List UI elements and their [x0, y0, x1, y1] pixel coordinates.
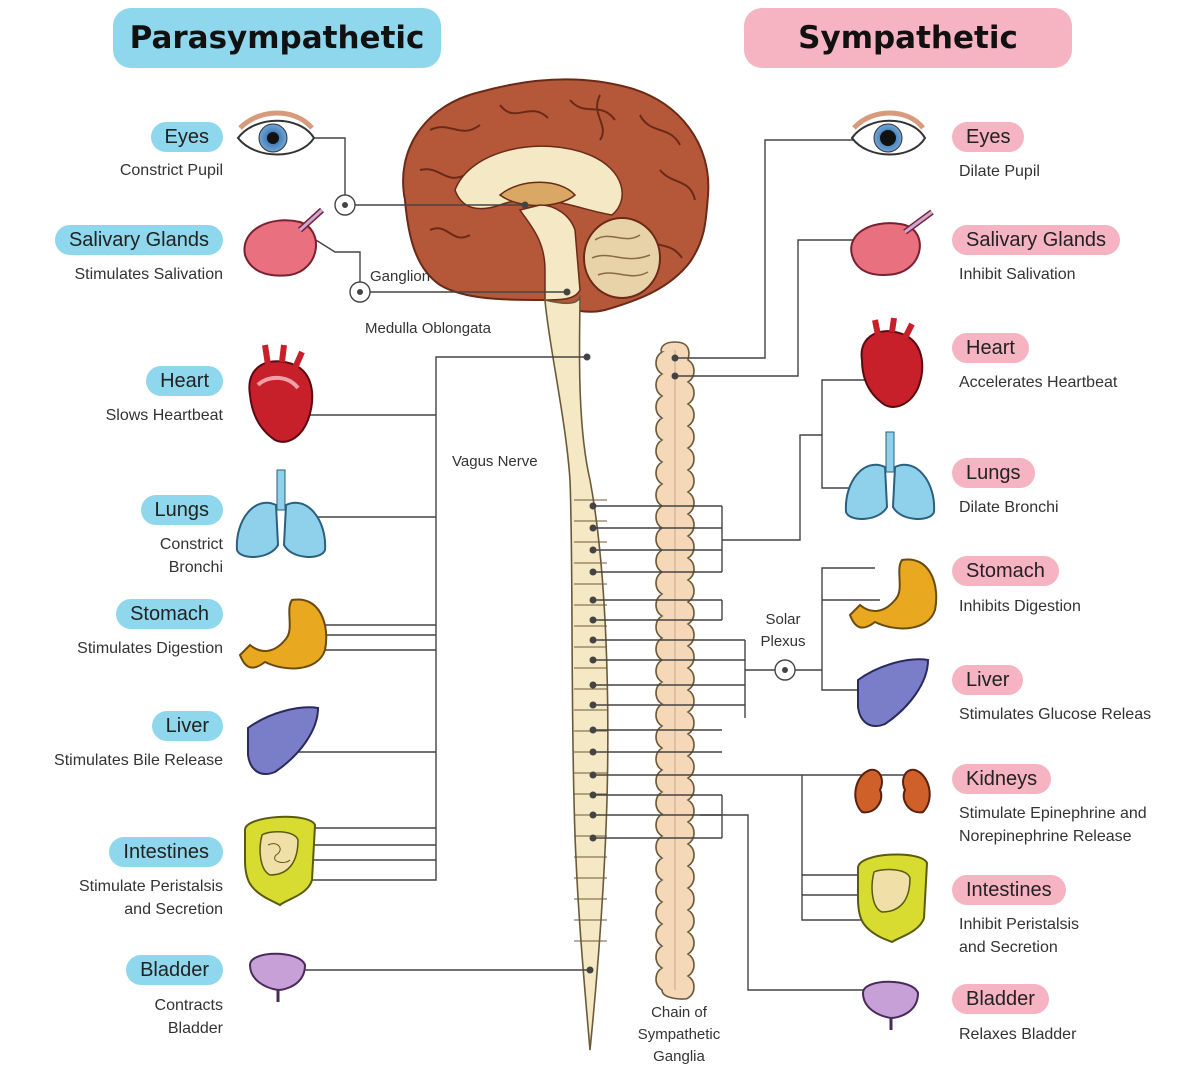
cord-node [590, 569, 597, 576]
para-lungs-icon [237, 470, 325, 557]
cord-node [590, 597, 597, 604]
symp-effect-stomach: Inhibits Digestion [959, 595, 1081, 618]
vagus-nerve-label: Vagus Nerve [452, 451, 538, 473]
cord-node [590, 727, 597, 734]
symp-effect-bladder: Relaxes Bladder [959, 1023, 1076, 1046]
symp-stomach-icon [850, 559, 936, 628]
symp-effect-liver: Stimulates Glucose Releas [959, 703, 1151, 726]
solar-plexus-label: SolarPlexus [756, 609, 810, 653]
para-stomach-icon [240, 599, 326, 668]
symp-label-bladder: Bladder [952, 984, 1049, 1014]
para-effect-stomach: Stimulates Digestion [77, 637, 223, 660]
para-effect-intestines: Stimulate Peristalsisand Secretion [79, 875, 223, 921]
symp-salivary-gland-icon [851, 212, 932, 275]
sympathetic-header: Sympathetic [744, 8, 1072, 68]
symp-label-lungs: Lungs [952, 458, 1035, 488]
symp-label-salivary-glands: Salivary Glands [952, 225, 1120, 255]
symp-effect-intestines: Inhibit Peristalsisand Secretion [959, 913, 1079, 959]
cord-node [590, 547, 597, 554]
para-effect-lungs: ConstrictBronchi [160, 533, 223, 579]
symp-label-eyes: Eyes [952, 122, 1024, 152]
para-eye-icon [238, 113, 314, 155]
symp-label-stomach: Stomach [952, 556, 1059, 586]
symp-kidneys-icon [855, 770, 929, 813]
para-label-eyes: Eyes [151, 122, 223, 152]
para-heart-icon [249, 345, 312, 442]
para-label-liver: Liver [152, 711, 223, 741]
cord-node [590, 617, 597, 624]
symp-bladder-icon [863, 982, 918, 1030]
cord-node [590, 835, 597, 842]
cord-node [590, 772, 597, 779]
symp-intestines-icon [858, 854, 927, 942]
symp-label-intestines: Intestines [952, 875, 1066, 905]
para-label-lungs: Lungs [141, 495, 224, 525]
symp-label-heart: Heart [952, 333, 1029, 363]
symp-effect-kidneys: Stimulate Epinephrine andNorepinephrine … [959, 802, 1147, 848]
para-label-stomach: Stomach [116, 599, 223, 629]
para-salivary-gland-icon [244, 210, 322, 276]
para-label-heart: Heart [146, 366, 223, 396]
cord-node [590, 637, 597, 644]
symp-heart-icon [862, 318, 923, 407]
para-bladder-icon [250, 954, 305, 1002]
symp-eye-icon [852, 113, 925, 155]
para-label-bladder: Bladder [126, 955, 223, 985]
para-effect-liver: Stimulates Bile Release [54, 749, 223, 772]
cord-node [590, 792, 597, 799]
cord-node [590, 749, 597, 756]
symp-effect-eyes: Dilate Pupil [959, 160, 1040, 183]
cord-node [590, 503, 597, 510]
cord-node [590, 525, 597, 532]
symp-lungs-icon [846, 432, 934, 519]
symp-effect-lungs: Dilate Bronchi [959, 496, 1059, 519]
ganglion-label: Ganglion [370, 266, 430, 288]
sympathetic-chain [656, 342, 694, 999]
para-effect-salivary-glands: Stimulates Salivation [74, 263, 223, 286]
chain-of-sympathetic-ganglia-label: Chain ofSympatheticGanglia [615, 1002, 743, 1068]
symp-effect-heart: Accelerates Heartbeat [959, 371, 1117, 394]
cord-node [590, 812, 597, 819]
brain [403, 79, 708, 311]
cord-node [590, 702, 597, 709]
symp-label-liver: Liver [952, 665, 1023, 695]
cord-node [590, 682, 597, 689]
cord-node [590, 657, 597, 664]
parasympathetic-header: Parasympathetic [113, 8, 441, 68]
para-liver-icon [248, 707, 318, 774]
para-effect-heart: Slows Heartbeat [106, 404, 223, 427]
para-label-salivary-glands: Salivary Glands [55, 225, 223, 255]
para-intestines-icon [245, 817, 315, 905]
symp-liver-icon [858, 659, 928, 726]
para-label-intestines: Intestines [109, 837, 223, 867]
medulla-oblongata-label: Medulla Oblongata [365, 318, 491, 340]
para-effect-eyes: Constrict Pupil [120, 159, 223, 182]
symp-effect-salivary-glands: Inhibit Salivation [959, 263, 1076, 286]
spinal-cord [545, 295, 608, 1050]
symp-label-kidneys: Kidneys [952, 764, 1051, 794]
para-effect-bladder: ContractsBladder [155, 994, 223, 1040]
